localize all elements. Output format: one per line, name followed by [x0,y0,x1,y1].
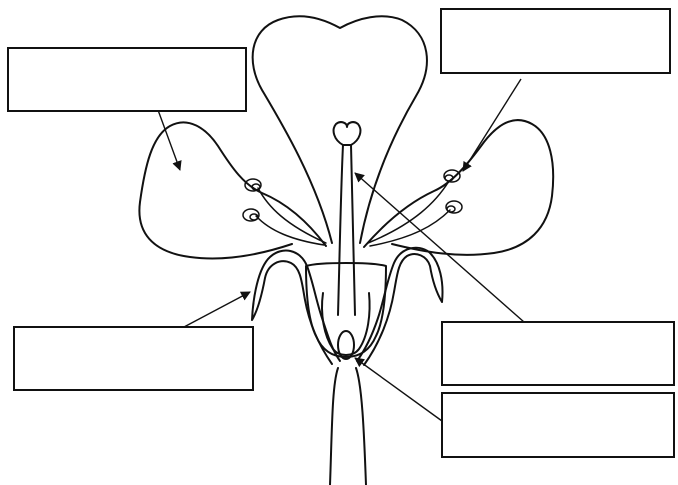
label-box-ovary[interactable] [442,393,674,457]
label-box-anther[interactable] [441,9,670,73]
stigma [334,122,361,145]
left-sepal [252,251,340,364]
style [338,145,355,315]
receptacle [306,263,386,357]
left-anther-upper [245,179,261,191]
label-box-petal[interactable] [8,48,246,111]
style-pointer [355,173,524,322]
ovary-chamber [322,293,370,355]
right-anther-upper [444,170,460,182]
label-box-style[interactable] [442,322,674,385]
sepal-pointer [184,292,250,327]
left-petal [139,122,326,258]
ovary-pointer [355,358,442,421]
petal-pointer [158,110,180,170]
flower-stalk [330,368,366,485]
label-box-sepal[interactable] [14,327,253,390]
right-anther-lower [446,201,462,213]
left-anther-lower [243,209,259,221]
anther-pointer [463,79,521,171]
